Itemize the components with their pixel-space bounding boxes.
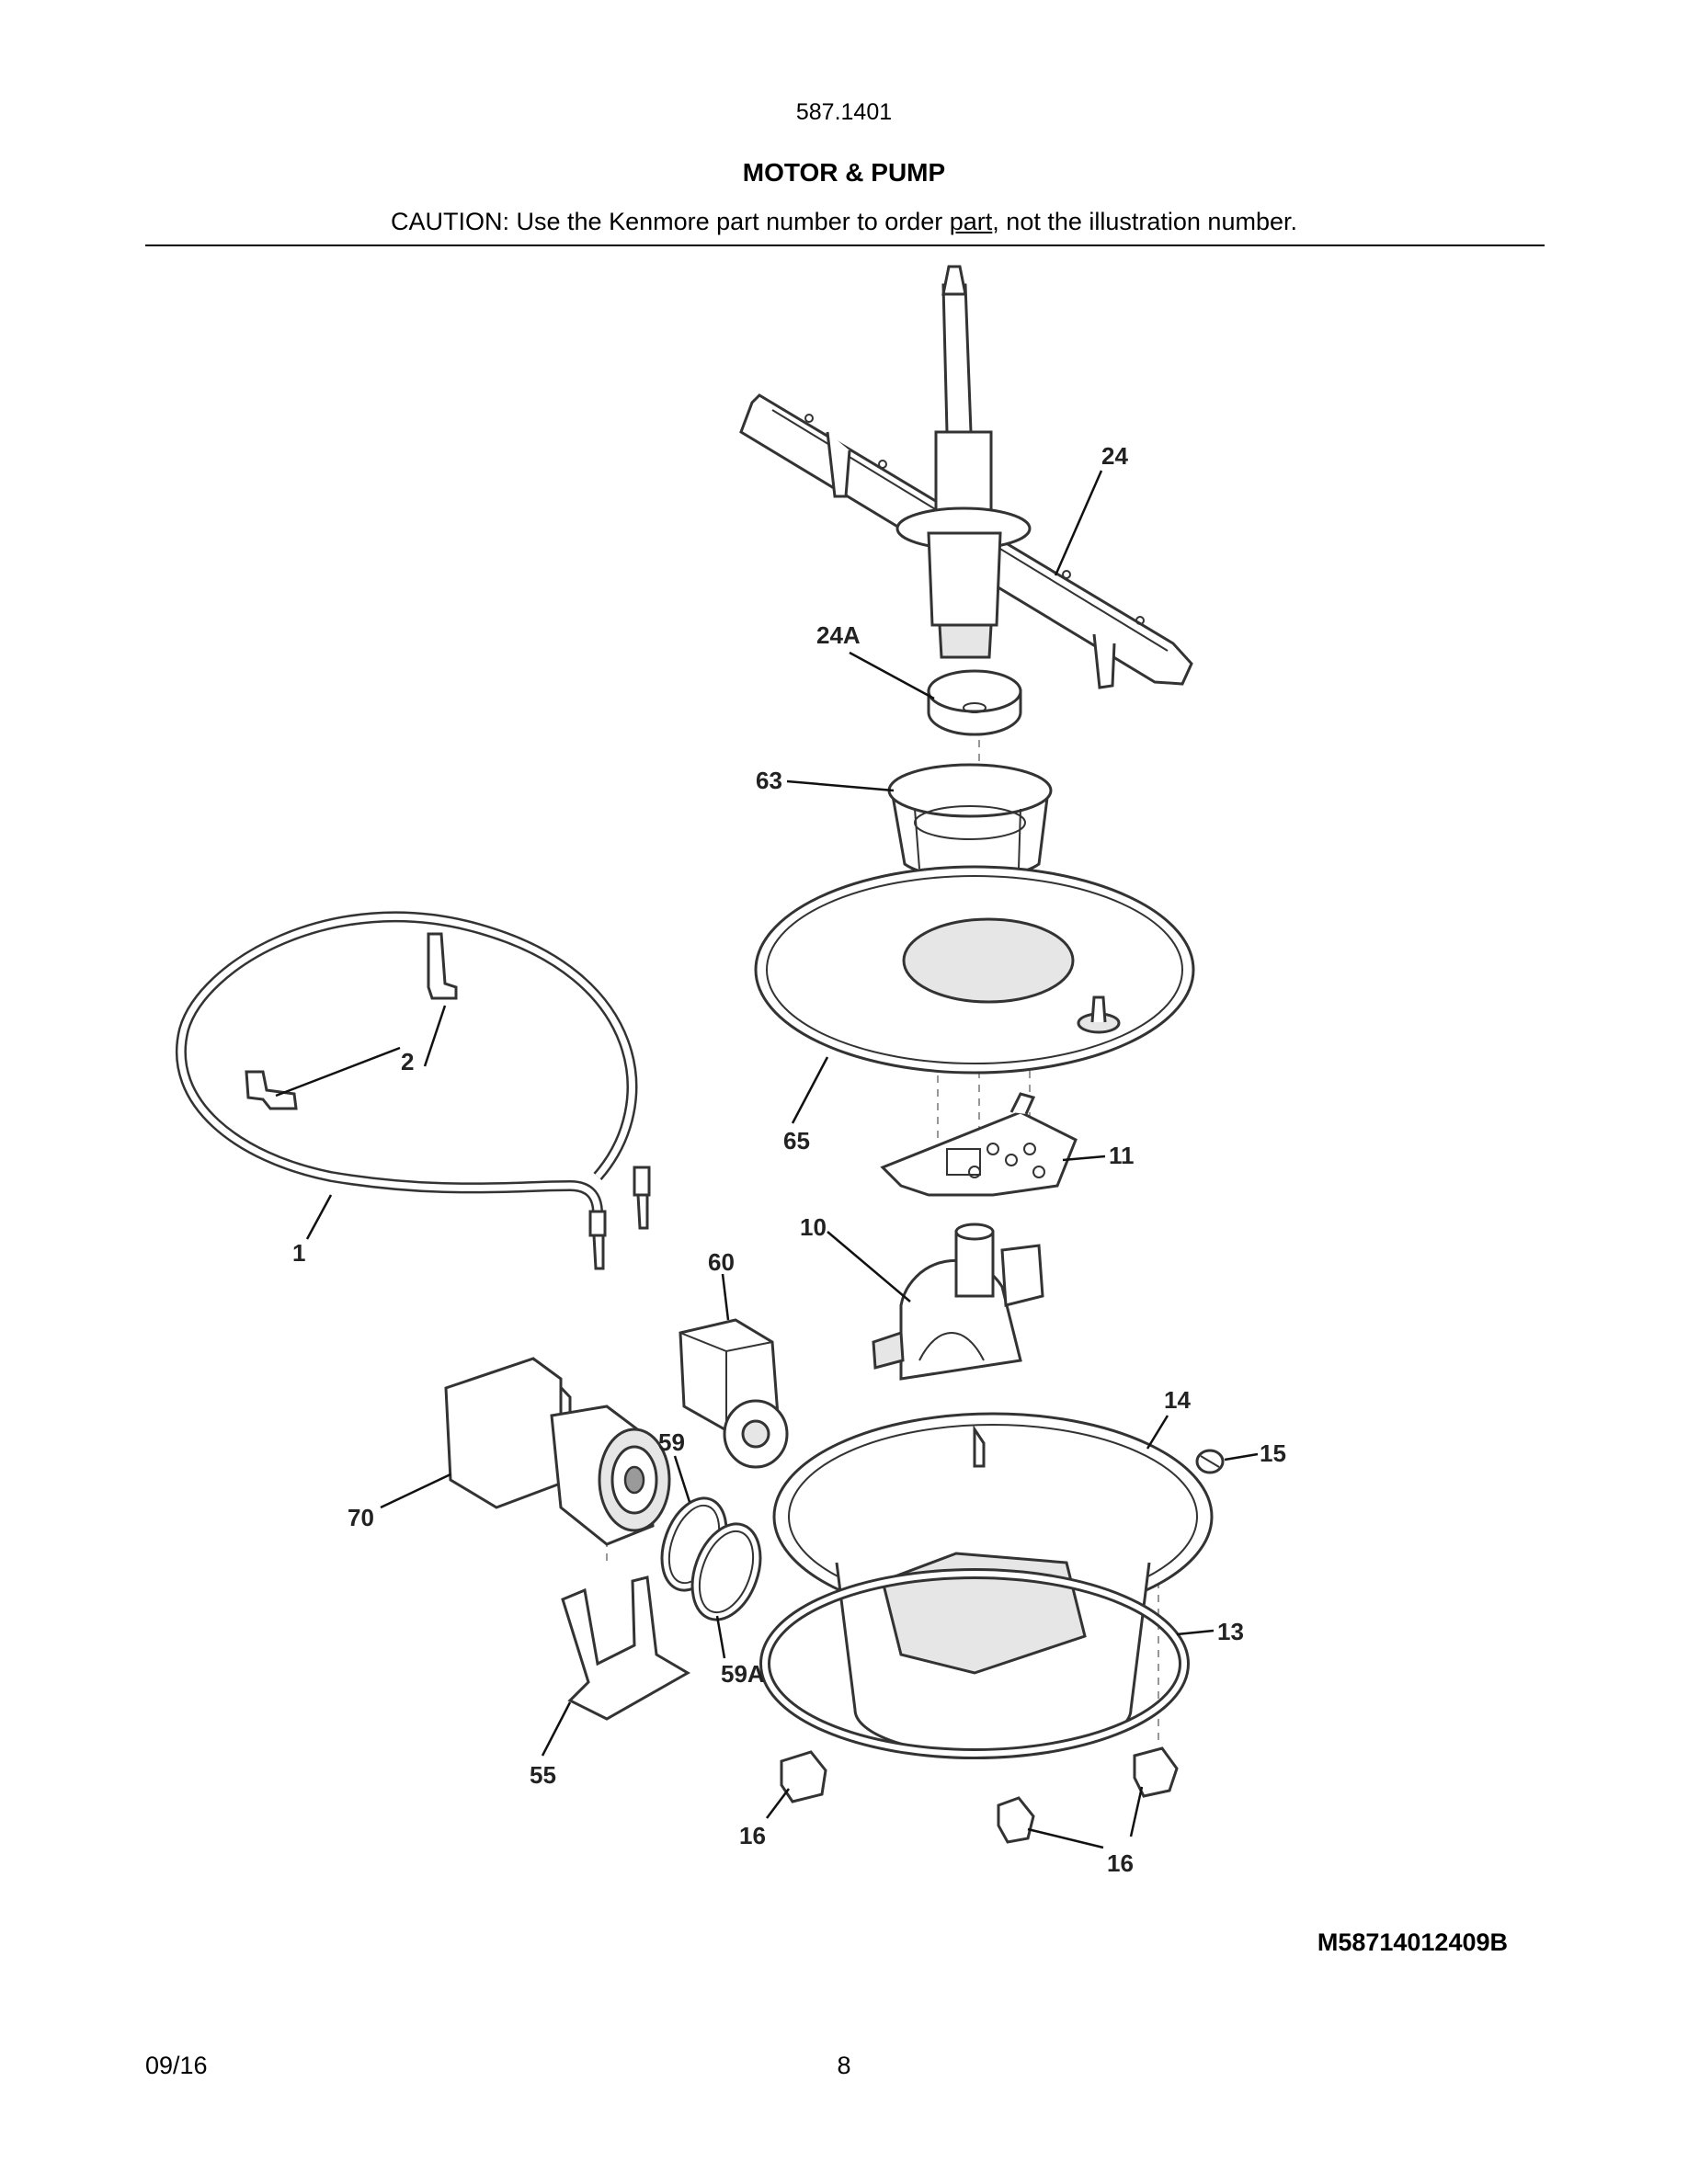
callout-59a: 59A [721,1660,765,1688]
part-14-sump [772,1412,1214,1757]
callout-15: 15 [1260,1439,1286,1467]
part-65-filter-plate [754,865,1195,1075]
part-63-filter-assembly [887,763,1053,880]
callout-24a: 24A [816,621,861,649]
callout-16-right: 16 [1107,1849,1134,1877]
callout-63: 63 [756,767,782,794]
part-59a-o-ring [690,1522,762,1621]
callout-16-left: 16 [739,1822,766,1849]
drawing-id: M58714012409B [1317,1928,1508,1956]
callout-11: 11 [1109,1142,1135,1169]
model-number: 587.1401 [795,99,893,125]
callout-14: 14 [1164,1386,1191,1414]
part-24a-seal [927,669,1022,736]
part-10-pump-housing [872,1223,1044,1381]
header-rule [145,245,1545,246]
part-16-leveling-feet [780,1746,1179,1844]
footer-page-number: 8 [837,2052,851,2079]
caution-prefix: CAUTION: Use the Kenmore part number to … [391,208,950,235]
part-70-motor [444,1357,671,1546]
callout-24: 24 [1101,442,1128,470]
callout-65: 65 [783,1127,810,1155]
footer-date: 09/16 [145,2052,208,2079]
caution-suffix: , not the illustration number. [992,208,1297,235]
part-13-gasket [759,1568,1190,1759]
part-1-heating-element [175,911,651,1270]
section-title: MOTOR & PUMP [742,158,946,187]
part-24-lower-spray-arm [739,265,1193,689]
leader-lines [275,470,1259,1849]
callout-59: 59 [658,1428,685,1456]
callout-13: 13 [1217,1618,1244,1645]
part-60-drain-pump [679,1318,789,1469]
part-15-clip [1195,1449,1225,1474]
caution-text: CAUTION: Use the Kenmore part number to … [0,208,1688,236]
callout-70: 70 [348,1504,374,1531]
callout-60: 60 [708,1248,735,1276]
callout-10: 10 [800,1213,827,1241]
callout-2: 2 [401,1048,414,1075]
callout-1: 1 [292,1239,305,1267]
callout-55: 55 [530,1761,556,1789]
part-11-shield [880,1092,1078,1197]
part-2-heater-brackets [245,932,458,1110]
caution-part-link[interactable]: part [949,208,993,235]
part-55-motor-bracket [561,1575,690,1721]
